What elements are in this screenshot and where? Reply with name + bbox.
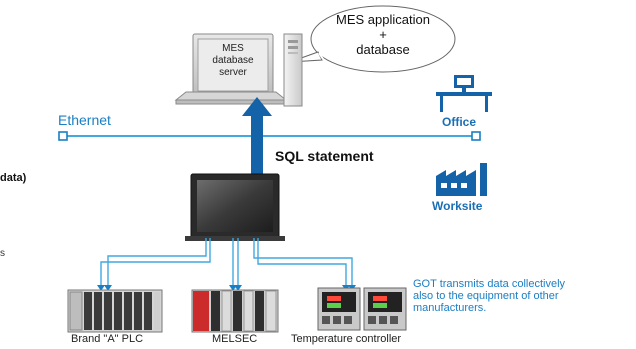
got-device <box>185 173 285 241</box>
plc-label: Brand "A" PLC <box>71 333 144 345</box>
server-label: MES database server <box>197 43 269 79</box>
office-desk-icon <box>436 75 492 112</box>
mes-server-pc <box>174 33 303 107</box>
cutoff-left-small-text: s <box>0 248 5 259</box>
brand-a-plc <box>67 289 163 333</box>
speech-bubble <box>289 5 456 73</box>
sql-statement-label: SQL statement <box>275 148 374 164</box>
office-label: Office <box>442 115 477 129</box>
cutoff-left-text: data) <box>0 172 27 184</box>
temperature-controller-label: Temperature controller <box>291 333 402 345</box>
bubble-text: MES application + database <box>318 12 448 57</box>
temperature-controllers <box>317 287 407 331</box>
note-line-2: also to the equipment of other <box>413 290 559 302</box>
bubble-line-1: MES application <box>336 12 430 27</box>
bubble-line-2: + <box>379 27 387 42</box>
sql-arrow <box>242 97 272 176</box>
note-line-1: GOT transmits data collectively <box>413 278 566 290</box>
server-line-2: database <box>212 55 254 66</box>
worksite-label: Worksite <box>432 199 483 213</box>
melsec-plc <box>191 289 279 333</box>
ethernet-label: Ethernet <box>58 112 111 128</box>
server-line-1: MES <box>222 43 244 54</box>
bubble-line-3: database <box>356 42 410 57</box>
server-line-3: server <box>219 67 247 78</box>
ethernet-bus <box>58 131 481 141</box>
got-note: GOT transmits data collectively also to … <box>413 278 613 314</box>
connection-lines <box>100 238 353 285</box>
note-line-3: manufacturers. <box>413 302 487 314</box>
connection-arrowheads <box>97 285 356 291</box>
melsec-label: MELSEC <box>212 333 258 345</box>
factory-icon <box>436 163 487 196</box>
